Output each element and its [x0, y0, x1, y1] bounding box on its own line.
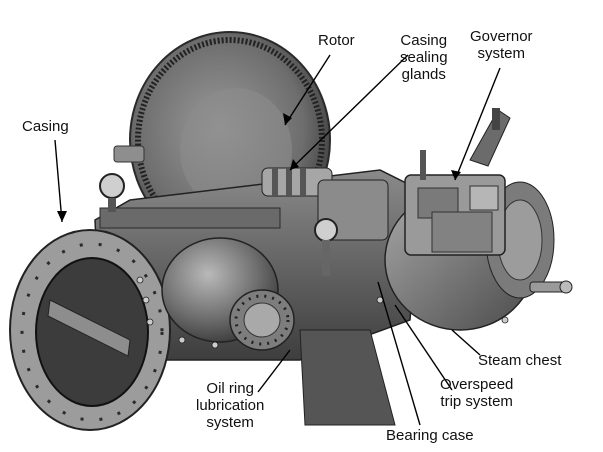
leader-bearing-case	[377, 281, 421, 426]
sealing-glands	[261, 167, 333, 197]
leader-lines	[54, 54, 501, 426]
label-rotor: Rotor	[318, 32, 355, 49]
pedestal	[299, 329, 396, 426]
oil-ring-cap	[229, 289, 295, 351]
governor-block	[404, 108, 511, 256]
shaft-stub	[113, 145, 145, 163]
label-casing: Casing	[22, 118, 69, 135]
leader-casing	[54, 139, 63, 223]
leader-steam-chest	[451, 329, 481, 356]
label-casing-sealing-glands: Casing sealing glands	[400, 32, 448, 83]
label-steam-chest: Steam chest	[478, 352, 562, 369]
label-bearing-case: Bearing case	[386, 427, 474, 444]
label-governor-system: Governor system	[470, 28, 533, 62]
gauges	[99, 173, 338, 276]
leader-glands	[289, 54, 409, 171]
leader-arrowheads	[57, 113, 461, 222]
leader-governor	[454, 67, 501, 181]
inlet-flange	[9, 229, 171, 431]
label-oil-ring-lubrication-system: Oil ring lubrication system	[196, 380, 265, 431]
leader-overspeed	[394, 304, 453, 391]
leader-rotor	[284, 54, 331, 126]
label-overspeed-trip-system: Overspeed trip system	[440, 376, 514, 410]
trip-linkage	[420, 150, 573, 294]
leader-oil-ring	[257, 349, 291, 393]
bolts	[136, 276, 509, 349]
